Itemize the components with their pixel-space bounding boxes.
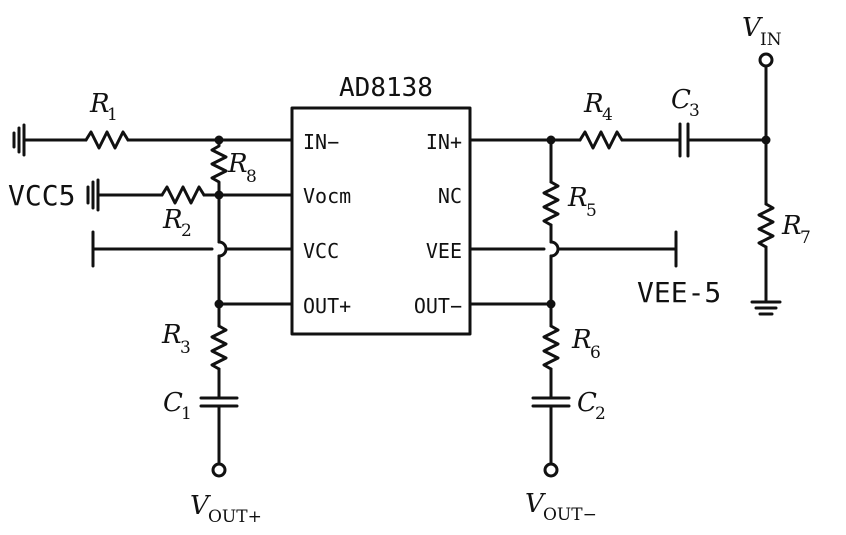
- resistor-r4: [578, 130, 624, 150]
- svg-text:V: V: [190, 491, 211, 521]
- svg-text:1: 1: [181, 404, 192, 424]
- label-r8: R 8: [227, 149, 257, 187]
- vcc5-label: VCC5: [8, 179, 75, 212]
- chip-name: AD8138: [339, 73, 433, 103]
- svg-text:1: 1: [107, 105, 118, 125]
- svg-text:R: R: [161, 320, 182, 350]
- terminal-vout-plus: [211, 462, 227, 478]
- svg-text:OUT+: OUT+: [208, 507, 262, 527]
- svg-text:V: V: [525, 489, 546, 519]
- label-vin: V IN: [742, 13, 782, 50]
- pin-nc: NC: [438, 184, 462, 208]
- pin-in-plus: IN+: [426, 130, 462, 154]
- terminal-vout-minus: [543, 462, 559, 478]
- resistor-r5: [542, 180, 560, 227]
- resistor-r2: [160, 185, 206, 205]
- svg-text:C: C: [163, 388, 183, 418]
- resistor-r6: [542, 324, 560, 371]
- label-c1: C 1: [163, 388, 192, 424]
- svg-text:4: 4: [602, 105, 613, 125]
- resistor-r3: [210, 324, 228, 371]
- svg-text:R: R: [571, 325, 592, 355]
- svg-text:7: 7: [800, 228, 811, 248]
- label-c2: C 2: [577, 388, 606, 424]
- svg-text:8: 8: [246, 167, 257, 187]
- svg-text:R: R: [162, 205, 183, 235]
- junction-out-minus: [546, 299, 556, 309]
- label-c3: C 3: [671, 85, 700, 121]
- pin-out-minus: OUT−: [414, 294, 462, 318]
- ad8138-chip-body: [290, 106, 472, 336]
- label-r1: R 1: [89, 89, 118, 125]
- resistor-r1: [84, 130, 130, 150]
- svg-text:R: R: [89, 89, 110, 119]
- svg-text:3: 3: [180, 338, 191, 358]
- label-vout-minus: V OUT−: [525, 489, 597, 525]
- label-r6: R 6: [571, 325, 601, 363]
- pin-out-plus: OUT+: [303, 294, 351, 318]
- resistor-r8: [210, 138, 228, 197]
- svg-text:3: 3: [689, 101, 700, 121]
- svg-text:R: R: [227, 149, 248, 179]
- svg-text:C: C: [671, 85, 691, 115]
- svg-text:5: 5: [586, 201, 597, 221]
- svg-text:C: C: [577, 388, 597, 418]
- svg-text:R: R: [583, 89, 604, 119]
- svg-text:IN: IN: [760, 30, 782, 50]
- label-vout-plus: V OUT+: [190, 491, 262, 527]
- svg-text:2: 2: [181, 221, 192, 241]
- pin-in-minus: IN−: [303, 130, 339, 154]
- svg-text:6: 6: [590, 343, 601, 363]
- terminal-vin: [758, 52, 774, 68]
- pin-vcc: VCC: [303, 239, 339, 263]
- svg-text:R: R: [567, 183, 588, 213]
- label-r5: R 5: [567, 183, 597, 221]
- svg-text:OUT−: OUT−: [543, 505, 597, 525]
- svg-text:2: 2: [595, 404, 606, 424]
- svg-text:V: V: [742, 13, 763, 43]
- junction-out-plus: [214, 299, 224, 309]
- label-r4: R 4: [583, 89, 613, 125]
- svg-text:R: R: [781, 211, 802, 241]
- pin-vee: VEE: [426, 239, 462, 263]
- label-r2: R 2: [162, 205, 192, 241]
- resistor-r7: [757, 202, 775, 249]
- ground-symbol-r7: [750, 300, 782, 316]
- vee5-label: VEE-5: [637, 276, 721, 309]
- label-r7: R 7: [781, 211, 811, 248]
- pin-vocm: Vocm: [303, 184, 351, 208]
- label-r3: R 3: [161, 320, 191, 358]
